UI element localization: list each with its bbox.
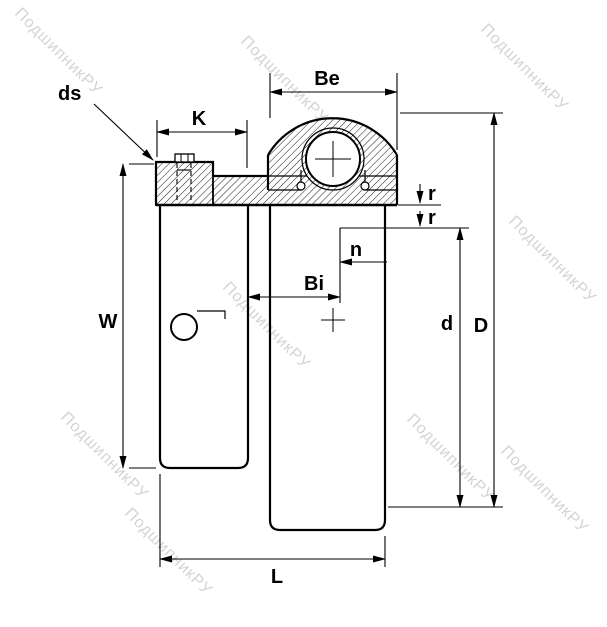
section-view xyxy=(154,117,399,207)
section-inner-lines xyxy=(268,170,397,191)
section-outline xyxy=(154,117,399,205)
label-W: W xyxy=(99,311,118,333)
watermark-text: ПодшипникРУ xyxy=(497,443,591,537)
watermarks: ПодшипникРУ ПодшипникРУ ПодшипникРУ Подш… xyxy=(11,5,599,599)
extension-lines xyxy=(129,73,503,567)
label-n: n xyxy=(350,239,362,261)
label-K: K xyxy=(192,108,207,130)
ball-centerlines xyxy=(315,141,351,177)
seal-lip-right xyxy=(360,181,370,191)
label-r-inner: r xyxy=(428,207,436,229)
watermark-text: ПодшипникРУ xyxy=(477,21,571,115)
raceway-circle xyxy=(301,127,365,191)
dimensions xyxy=(93,73,503,567)
watermark-text: ПодшипникРУ xyxy=(505,213,599,307)
seal-lip-left xyxy=(296,181,306,191)
set-screw-head xyxy=(174,153,195,163)
elevation-view xyxy=(158,206,387,532)
outer-ring-silhouette xyxy=(268,206,387,532)
watermark-text: ПодшипникРУ xyxy=(219,279,313,373)
label-Be: Be xyxy=(314,68,340,90)
dimension-labels: ds K Be r r n Bi W d D L xyxy=(58,68,488,588)
label-r-outer: r xyxy=(428,183,436,205)
label-L: L xyxy=(271,566,283,588)
set-screw-slot xyxy=(180,154,189,162)
label-d: d xyxy=(441,313,453,335)
watermark-text: ПодшипникРУ xyxy=(121,505,215,599)
collar-cylinder-silhouette xyxy=(158,206,250,470)
locking-collar-section xyxy=(155,161,214,206)
collar-detail-line xyxy=(197,310,226,319)
leader-ds xyxy=(93,103,154,161)
set-screw-hole xyxy=(170,313,198,341)
set-screw-hidden-lines xyxy=(176,163,192,203)
watermark-text: ПодшипникРУ xyxy=(57,409,151,503)
watermark-text: ПодшипникРУ xyxy=(403,411,497,505)
label-Bi: Bi xyxy=(304,273,324,295)
label-ds: ds xyxy=(58,83,81,105)
axis-center-mark xyxy=(321,308,345,332)
label-D: D xyxy=(474,315,488,337)
